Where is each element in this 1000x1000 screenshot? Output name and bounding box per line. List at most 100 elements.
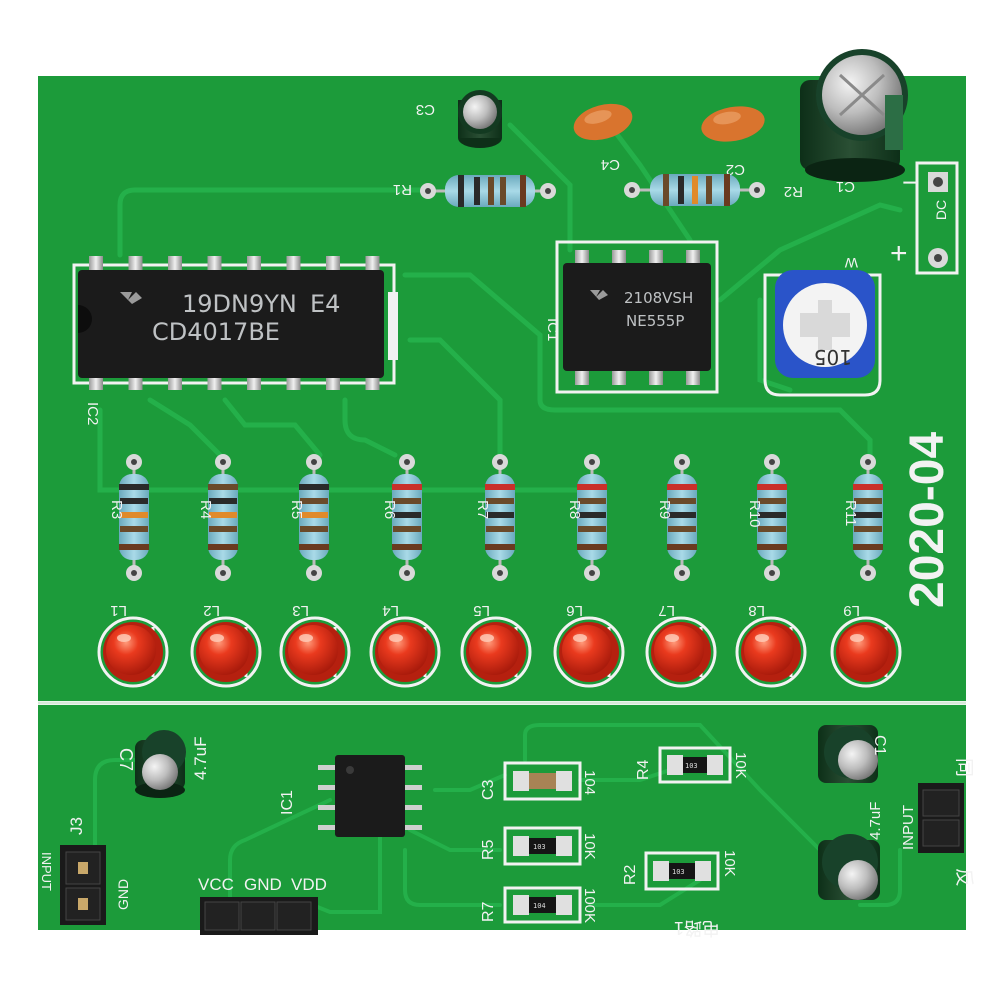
module-r5-value: 10K bbox=[581, 833, 598, 860]
led-l5 bbox=[460, 616, 532, 688]
chip-ic2-body bbox=[78, 270, 384, 378]
ic-pin bbox=[247, 256, 261, 272]
resistor-r10 bbox=[757, 454, 787, 581]
led-row: L1 L2 L3 L4 L5 L6 L7 L8 L9 bbox=[97, 602, 902, 688]
module-smd-r2 bbox=[644, 851, 720, 891]
module-label-c7: C7 bbox=[116, 748, 136, 771]
module-r2-value: 10K bbox=[721, 850, 738, 877]
module-header-input bbox=[918, 783, 964, 853]
label-c2: C2 bbox=[726, 161, 745, 178]
module-label-c1: C1 bbox=[871, 735, 888, 756]
ic-pin bbox=[686, 369, 700, 385]
resistor-r6 bbox=[392, 454, 422, 581]
capacitor-c1 bbox=[800, 49, 908, 182]
label-l1: L1 bbox=[110, 602, 127, 619]
label-r7: R7 bbox=[474, 500, 491, 519]
label-dc-plus: + bbox=[890, 237, 908, 270]
resistor-r11 bbox=[853, 454, 883, 581]
module-r5-code: 103 bbox=[533, 843, 546, 851]
module-capacitor-c7 bbox=[135, 730, 186, 798]
label-r10: R10 bbox=[746, 500, 763, 528]
module-board bbox=[38, 705, 966, 930]
module-label-ic1: IC1 bbox=[279, 790, 296, 815]
module-r4-value: 10K bbox=[732, 752, 749, 779]
label-r6: R6 bbox=[381, 500, 398, 519]
ic1-marking-1: 2108VSH bbox=[624, 289, 693, 307]
module-c1-value: 4.7uF bbox=[867, 802, 884, 840]
module-circuit-label: 电路1 bbox=[674, 918, 720, 938]
module-smd-r7 bbox=[503, 886, 582, 924]
label-ic1: IC1 bbox=[544, 318, 561, 341]
module-j3-input: INPUT bbox=[39, 852, 54, 891]
label-r11: R11 bbox=[842, 500, 859, 526]
resistor-r3 bbox=[119, 454, 149, 581]
traces-top bbox=[97, 122, 903, 493]
module-r7-value: 100K bbox=[581, 888, 598, 923]
ic-pin bbox=[686, 250, 700, 266]
module-r7-code: 104 bbox=[533, 902, 546, 910]
ic2-marking-2: CD4017BE bbox=[152, 318, 280, 346]
resistor-r2 bbox=[624, 174, 765, 206]
led-l7 bbox=[645, 616, 717, 688]
label-c3: C3 bbox=[416, 101, 435, 118]
module-header-j3 bbox=[60, 845, 106, 925]
ic-pin bbox=[365, 256, 380, 272]
resistor-r8 bbox=[577, 454, 607, 581]
ic-pin bbox=[128, 256, 143, 272]
label-l9: L9 bbox=[843, 602, 860, 619]
led-l2 bbox=[190, 616, 262, 688]
module-label-vdd: VDD bbox=[291, 875, 327, 894]
resistor-r1 bbox=[420, 175, 556, 207]
module-r2-code: 103 bbox=[672, 868, 685, 876]
ic1-pins bbox=[575, 250, 700, 385]
ic-pin bbox=[326, 256, 340, 272]
led-l6 bbox=[553, 616, 625, 688]
label-l4: L4 bbox=[382, 602, 399, 619]
module-mode-bottom: 反 bbox=[953, 868, 975, 887]
module-smd-r4 bbox=[658, 746, 732, 784]
label-r9: R9 bbox=[656, 500, 673, 519]
label-pot-w: W bbox=[844, 255, 858, 271]
capacitor-c3 bbox=[458, 90, 502, 148]
label-l3: L3 bbox=[292, 602, 309, 619]
module-label-r7: R7 bbox=[480, 901, 497, 922]
label-r5: R5 bbox=[288, 500, 305, 519]
resistor-r7 bbox=[485, 454, 515, 581]
module-mode-top: 同 bbox=[953, 758, 974, 777]
label-l2: L2 bbox=[203, 602, 220, 619]
module-label-gnd: GND bbox=[244, 875, 282, 894]
ic-pin bbox=[649, 369, 663, 385]
label-l8: L8 bbox=[748, 602, 765, 619]
chip-ic2 bbox=[72, 263, 398, 385]
ic2-marking-1: 19DN9YN bbox=[182, 290, 297, 318]
ic2-marking-code: E4 bbox=[310, 290, 340, 318]
module-label-r4: R4 bbox=[635, 759, 652, 780]
capacitor-c4 bbox=[573, 103, 633, 141]
led-l3 bbox=[279, 616, 351, 688]
ic-pin bbox=[207, 256, 222, 272]
resistor-r5 bbox=[299, 454, 329, 581]
led-l1 bbox=[97, 616, 169, 688]
label-c4: C4 bbox=[601, 156, 620, 173]
ic-pin bbox=[575, 369, 589, 385]
dc-connector bbox=[915, 161, 959, 275]
module-smd-c3 bbox=[503, 761, 582, 801]
led-l4 bbox=[369, 616, 441, 688]
ic-pin bbox=[89, 256, 103, 272]
label-r1: R1 bbox=[393, 181, 412, 198]
label-l6: L6 bbox=[566, 602, 583, 619]
label-c1: C1 bbox=[836, 178, 855, 195]
module-chip-ic1 bbox=[318, 755, 422, 837]
module-c7-value: 4.7uF bbox=[191, 737, 210, 780]
label-l7: L7 bbox=[658, 602, 675, 619]
label-r2: R2 bbox=[784, 183, 803, 200]
module-label-r2: R2 bbox=[622, 864, 639, 885]
pot-marking: 105 bbox=[814, 345, 852, 369]
potentiometer-w bbox=[763, 270, 882, 397]
ic-pin bbox=[612, 369, 626, 385]
ic-pin bbox=[612, 250, 626, 266]
label-l5: L5 bbox=[473, 602, 490, 619]
module-label-j3: J3 bbox=[67, 817, 86, 835]
module-r4-code: 103 bbox=[685, 762, 698, 770]
